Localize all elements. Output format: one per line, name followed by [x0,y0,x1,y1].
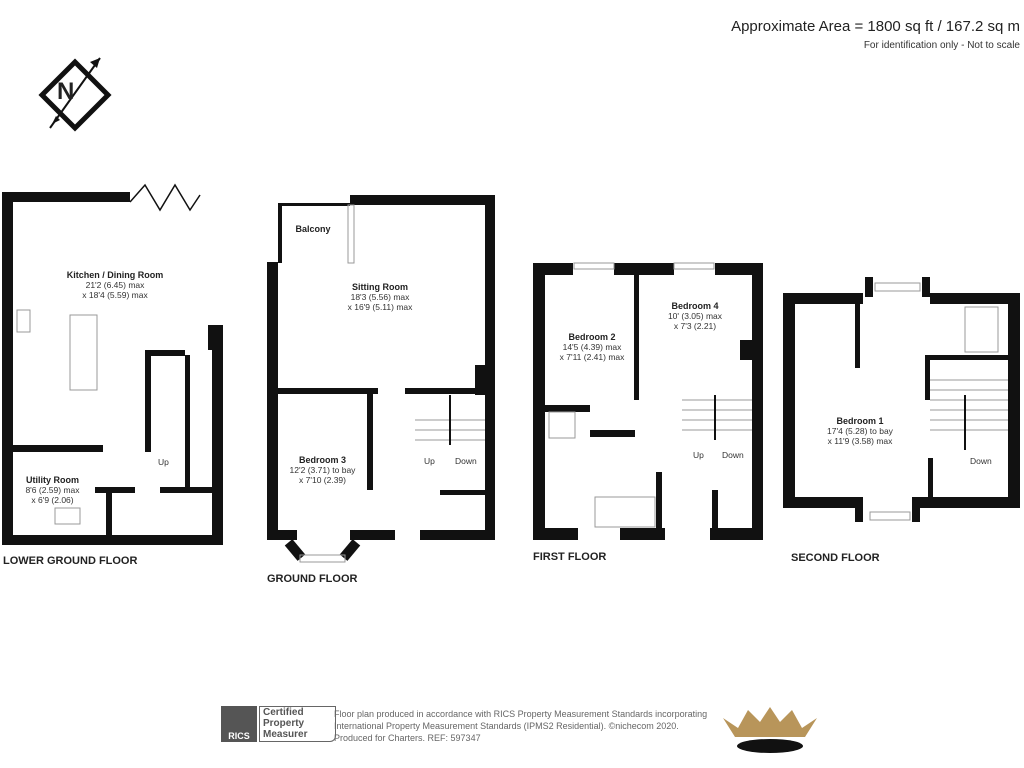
room-balcony: Balcony [295,224,331,234]
floor-label-ground: GROUND FLOOR [267,573,358,585]
rics-logo: RICS [221,706,257,742]
footer-disclaimer: Floor plan produced in accordance with R… [334,709,708,743]
stairs-down-label: Down [970,456,992,466]
floor-label-lower-ground: LOWER GROUND FLOOR [3,555,138,567]
fixtures [16,183,1008,563]
stairs-down-label: Down [722,450,744,460]
crown-logo [723,707,817,753]
stairs-up-label: Up [158,457,169,467]
stairs-up-label: Up [693,450,704,460]
approximate-area: Approximate Area = 1800 sq ft / 167.2 sq… [731,18,1020,35]
stairs-down-label: Down [455,456,477,466]
stairs-up-label: Up [424,456,435,466]
floor-label-second: SECOND FLOOR [791,552,880,564]
north-compass-icon [38,57,112,132]
identification-note: For identification only - Not to scale [863,40,1020,51]
walls [2,192,1020,561]
floor-label-first: FIRST FLOOR [533,551,607,563]
compass-north-label: N [57,78,75,105]
